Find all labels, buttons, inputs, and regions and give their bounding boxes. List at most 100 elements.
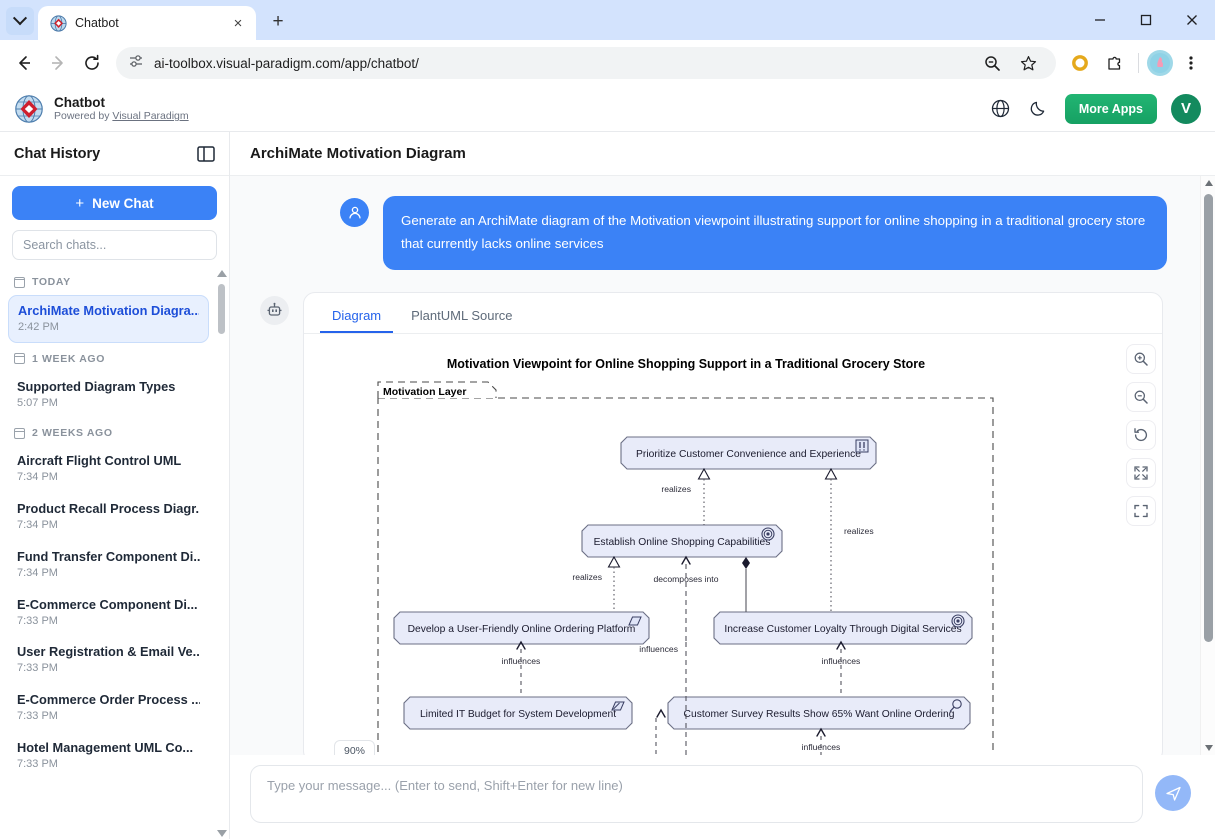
edge-label: realizes	[572, 572, 602, 582]
fullscreen-icon[interactable]	[1126, 495, 1156, 526]
chat-item-title: Fund Transfer Component Di...	[17, 548, 200, 564]
scroll-up-arrow-icon[interactable]	[217, 270, 227, 277]
tab-plantuml-source[interactable]: PlantUML Source	[411, 307, 513, 323]
goal-icon	[761, 527, 775, 541]
chat-item-title: Hotel Management UML Co...	[17, 739, 194, 755]
archimate-diagram[interactable]: Motivation Viewpoint for Online Shopping…	[316, 341, 1150, 755]
circle-ring-extension-icon[interactable]	[1064, 47, 1096, 79]
chat-history-item[interactable]: E-Commerce Component Di...7:33 PM	[8, 590, 209, 636]
kebab-menu-icon[interactable]	[1175, 47, 1207, 79]
chat-scroll-down-arrow-icon[interactable]	[1204, 745, 1213, 751]
more-apps-button[interactable]: More Apps	[1064, 93, 1157, 124]
robot-icon	[260, 295, 289, 325]
node-label: Establish Online Shopping Capabilities	[594, 537, 771, 548]
diagram-node[interactable]: Limited IT Budget for System Development	[403, 696, 633, 730]
chat-group-label: TODAY	[32, 276, 71, 288]
message-input[interactable]: Type your message... (Enter to send, Shi…	[250, 765, 1143, 823]
scrollbar-track[interactable]	[218, 280, 225, 827]
chat-history-item[interactable]: Product Recall Process Diagr...7:34 PM	[8, 494, 209, 540]
chat-history-item[interactable]: Fund Transfer Component Di... 7:34 PM	[8, 542, 209, 588]
extensions-puzzle-icon[interactable]	[1098, 47, 1130, 79]
zoom-indicator-icon[interactable]	[976, 47, 1008, 79]
chat-group-label: 1 WEEK AGO	[32, 352, 106, 365]
send-paper-plane-icon	[1165, 786, 1181, 801]
globe-icon[interactable]	[989, 97, 1013, 121]
calendar-icon	[14, 276, 25, 288]
zoom-in-icon[interactable]	[1126, 343, 1156, 374]
chat-item-title: User Registration & Email Ve...	[17, 644, 200, 660]
edge-label: decomposes into	[654, 574, 719, 584]
forward-icon[interactable]	[42, 47, 74, 79]
node-label: Limited IT Budget for System Development	[420, 709, 616, 720]
assessment-icon	[949, 698, 962, 712]
node-label: Customer Survey Results Show 65% Want On…	[684, 709, 955, 720]
chat-item-title: Aircraft Flight Control UML	[17, 453, 182, 469]
diagram-node[interactable]: Customer Survey Results Show 65% Want On…	[667, 696, 971, 730]
address-bar[interactable]: ai-toolbox.visual-paradigm.com/app/chatb…	[116, 47, 1056, 79]
minimize-icon[interactable]	[1077, 0, 1123, 40]
visual-paradigm-link[interactable]: Visual Paradigm	[112, 110, 189, 123]
main-header: ArchiMate Motivation Diagram	[230, 132, 1215, 176]
chat-scrollbar-thumb[interactable]	[1204, 194, 1213, 642]
search-input[interactable]	[12, 230, 217, 260]
toolbar-divider	[1138, 53, 1139, 73]
user-avatar[interactable]: V	[1171, 93, 1201, 124]
diagram-node[interactable]: Prioritize Customer Convenience and Expe…	[620, 436, 877, 470]
group-tab	[377, 381, 497, 398]
zoom-out-icon[interactable]	[1126, 381, 1156, 412]
fit-screen-icon[interactable]	[1126, 457, 1156, 488]
chat-item-time: 7:34 PM	[17, 519, 58, 532]
browser-tab-chatbot[interactable]: Chatbot ×	[38, 6, 256, 40]
chat-scroll-up-arrow-icon[interactable]	[1204, 180, 1213, 186]
browser-tab-title: Chatbot	[75, 16, 119, 30]
chat-group-header: 2 WEEKS AGO	[0, 419, 217, 444]
new-chat-button[interactable]: + New Chat	[12, 186, 217, 220]
tab-diagram[interactable]: Diagram	[320, 299, 394, 333]
panel-collapse-icon[interactable]	[197, 145, 215, 162]
chat-item-time: 7:33 PM	[17, 710, 58, 723]
calendar-icon	[14, 427, 25, 439]
chat-history-item[interactable]: E-Commerce Order Process ...7:33 PM	[8, 685, 209, 731]
diagram-title: Motivation Viewpoint for Online Shopping…	[447, 357, 925, 371]
visual-paradigm-logo-icon	[14, 94, 44, 124]
close-icon[interactable]: ×	[233, 14, 243, 32]
chat-item-time: 2:42 PM	[18, 320, 59, 333]
influence-arrowhead	[836, 640, 846, 650]
chat-item-time: 7:34 PM	[17, 566, 58, 579]
moon-icon[interactable]	[1027, 97, 1051, 121]
sidebar-scrollbar[interactable]	[216, 268, 227, 839]
chat-item-time: 7:33 PM	[17, 757, 58, 770]
chat-history-item[interactable]: User Registration & Email Ve...7:33 PM	[8, 637, 209, 683]
app-header: Chatbot Powered by Visual Paradigm More …	[0, 86, 1215, 132]
site-settings-icon[interactable]	[128, 53, 144, 74]
chat-scrollbar[interactable]	[1200, 176, 1215, 755]
zoom-level-badge[interactable]: 90%	[334, 739, 376, 755]
diagram-node[interactable]: Establish Online Shopping Capabilities	[581, 524, 783, 558]
chat-history-item[interactable]: ArchiMate Motivation Diagra...2:42 PM	[8, 295, 209, 343]
composition-diamond	[742, 556, 750, 569]
back-icon[interactable]	[8, 47, 40, 79]
tab-search-dropdown-button[interactable]	[6, 7, 34, 35]
diagram-node[interactable]: Increase Customer Loyalty Through Digita…	[713, 611, 973, 645]
edge-label: influences	[802, 742, 841, 752]
reload-icon[interactable]	[76, 47, 108, 79]
profile-avatar-icon[interactable]	[1147, 50, 1173, 76]
new-chat-label: New Chat	[92, 195, 154, 211]
node-label: Develop a User-Friendly Online Ordering …	[408, 624, 636, 635]
diagram-node[interactable]: Develop a User-Friendly Online Ordering …	[393, 611, 650, 645]
new-tab-button[interactable]: +	[272, 11, 284, 32]
scrollbar-thumb[interactable]	[218, 284, 225, 334]
window-close-icon[interactable]	[1169, 0, 1215, 40]
url-text: ai-toolbox.visual-paradigm.com/app/chatb…	[154, 55, 419, 71]
maximize-icon[interactable]	[1123, 0, 1169, 40]
send-button[interactable]	[1155, 775, 1191, 811]
visual-paradigm-favicon-icon	[50, 14, 67, 32]
scroll-down-arrow-icon[interactable]	[217, 830, 227, 837]
chat-history-item[interactable]: Hotel Management UML Co... 7:33 PM	[8, 733, 209, 779]
star-icon[interactable]	[1012, 47, 1044, 79]
reset-icon[interactable]	[1126, 419, 1156, 450]
page-title: ArchiMate Motivation Diagram	[250, 145, 466, 162]
